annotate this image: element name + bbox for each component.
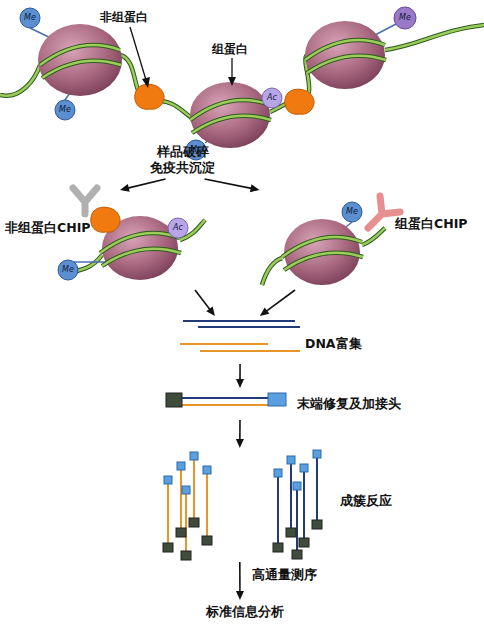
step-node: 末端修复及加接头 bbox=[165, 388, 430, 420]
step-label: 组蛋白CHIP bbox=[395, 216, 467, 232]
step-node: 成簇反应 bbox=[155, 448, 420, 562]
arrow-line bbox=[127, 179, 166, 188]
arrow-line bbox=[239, 562, 241, 593]
step-node: DNA富集 bbox=[180, 316, 370, 364]
step-node: 样品破碎 免疫共沉淀 bbox=[140, 143, 225, 179]
flow-arrow bbox=[195, 290, 215, 316]
callout-label: 组蛋白 bbox=[212, 42, 248, 56]
modification-mark: Me bbox=[20, 13, 40, 23]
modification-mark: Me bbox=[58, 265, 78, 275]
arrow-head bbox=[120, 184, 130, 192]
modification-mark: Ac bbox=[168, 223, 188, 233]
arrow-head bbox=[250, 184, 260, 192]
chromatin-top bbox=[0, 7, 484, 160]
step-node: 非组蛋白CHIP bbox=[5, 190, 205, 290]
step-label: DNA富集 bbox=[305, 336, 362, 352]
dna-fragments bbox=[180, 321, 300, 351]
histone-chip-art bbox=[262, 196, 400, 285]
arrow-line bbox=[205, 179, 253, 189]
flow-arrow bbox=[120, 179, 166, 192]
edge-label: 高通量测序 bbox=[252, 567, 317, 583]
flow-arrow bbox=[236, 364, 244, 388]
step-label: 标准信息分析 bbox=[175, 604, 315, 620]
step-label: 样品破碎 免疫共沉淀 bbox=[140, 144, 225, 176]
modification-mark: Me bbox=[342, 207, 362, 217]
step-label: 非组蛋白CHIP bbox=[5, 220, 90, 236]
step-label: 末端修复及加接头 bbox=[297, 396, 401, 412]
flow-arrow bbox=[236, 562, 244, 600]
modification-mark: Ac bbox=[262, 93, 282, 103]
callout-label: 非组蛋白 bbox=[100, 10, 148, 24]
arrow-line bbox=[265, 290, 295, 312]
arrow-line bbox=[195, 290, 211, 310]
modification-mark: Me bbox=[55, 105, 75, 115]
modification-mark: Me bbox=[186, 145, 206, 155]
step-node: 标准信息分析 bbox=[175, 600, 315, 624]
flow-arrow bbox=[236, 420, 244, 448]
adapter-fragment bbox=[166, 393, 286, 407]
step-node: 组蛋白CHIP bbox=[235, 190, 480, 290]
arrow-head bbox=[236, 591, 244, 600]
arrow-head bbox=[260, 307, 270, 316]
arrow-head bbox=[206, 306, 215, 316]
flow-arrow bbox=[260, 290, 295, 316]
clusters bbox=[163, 450, 322, 560]
step-label: 成簇反应 bbox=[340, 493, 392, 509]
modification-mark: Me bbox=[395, 13, 415, 23]
arrow-line bbox=[239, 364, 241, 381]
flow-arrow bbox=[205, 179, 260, 192]
arrow-head bbox=[236, 439, 244, 448]
arrow-head bbox=[236, 379, 244, 388]
arrow-line bbox=[239, 420, 241, 441]
